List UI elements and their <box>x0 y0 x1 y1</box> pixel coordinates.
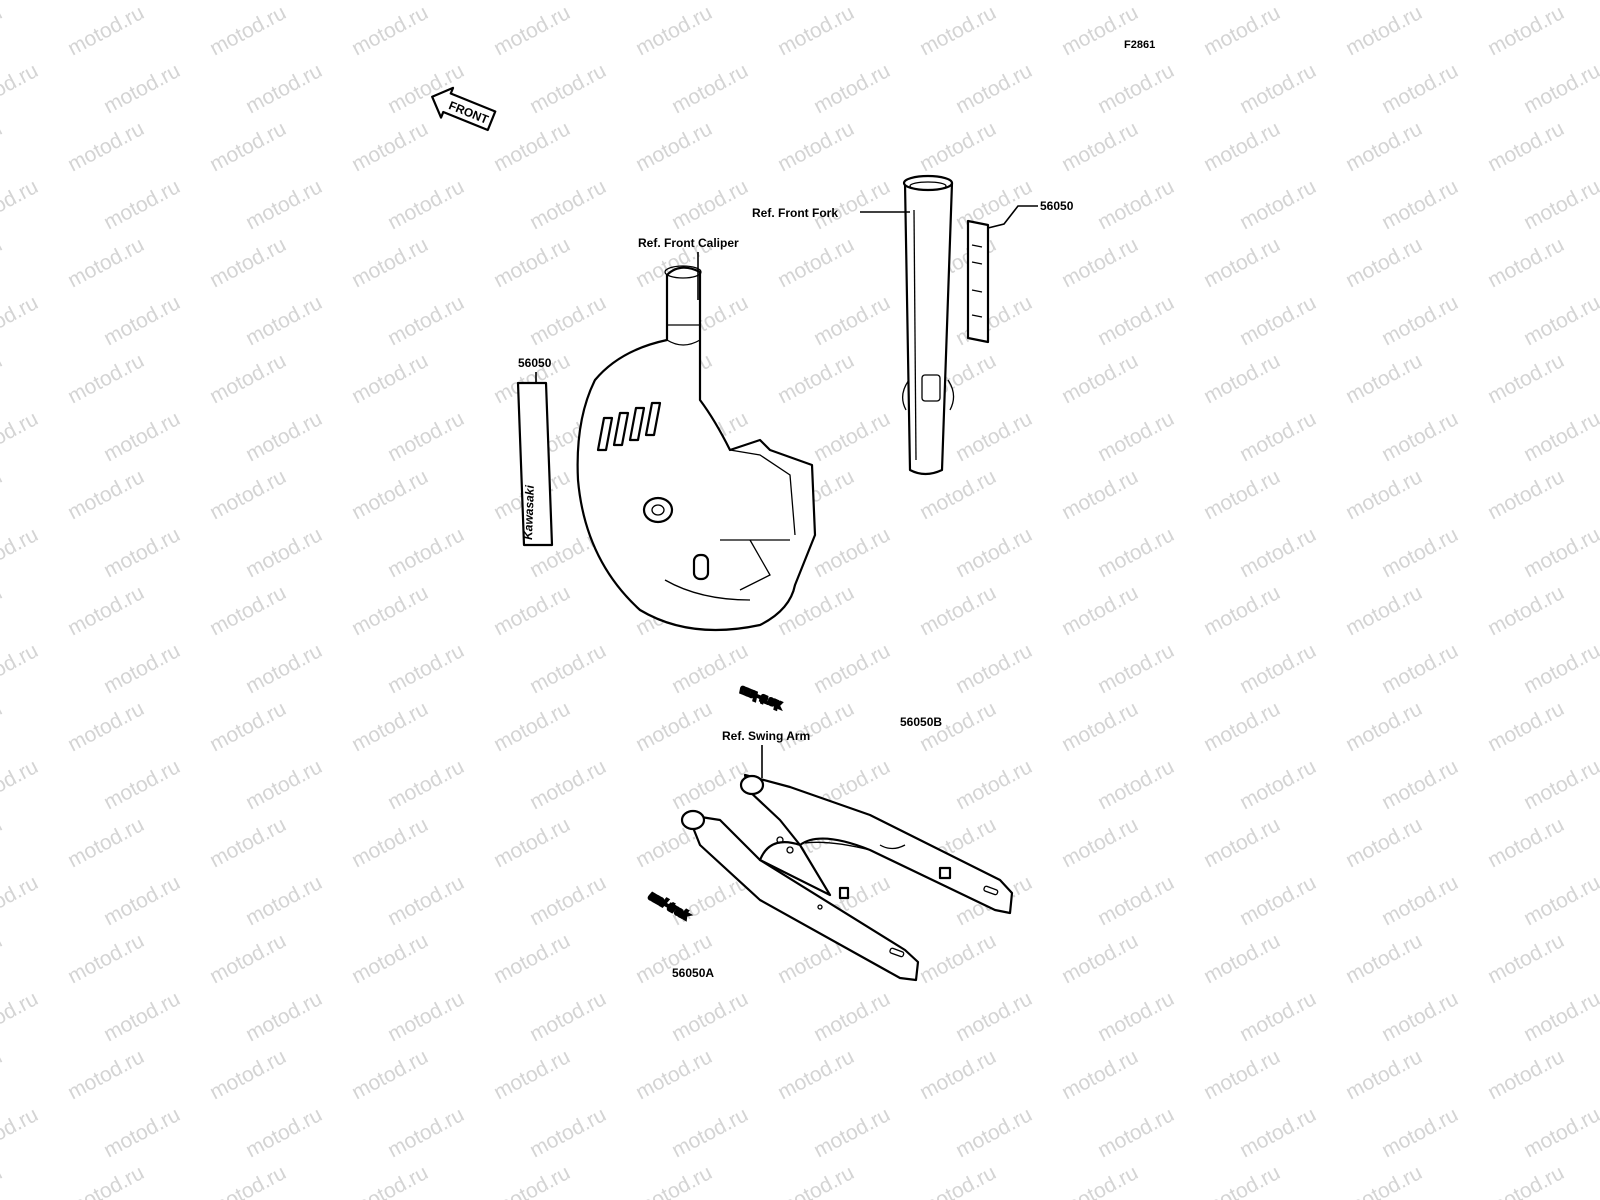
uni-trak-decal-56050a: uni-trak <box>645 887 694 924</box>
cover-decal-56050: Kawasaki <box>516 381 554 547</box>
fork-decal-56050 <box>966 219 990 344</box>
figure-id: F2861 <box>1124 39 1155 51</box>
fork-decal-leader-line <box>987 205 1038 229</box>
uni-trak-upper-text: uni-trak <box>737 684 784 714</box>
front-fork-tube <box>902 174 955 476</box>
uni-trak-upper-part-number: 56050B <box>900 715 942 729</box>
front-fork-ref-label: Ref. Front Fork <box>752 206 838 220</box>
swing-arm <box>680 773 1014 982</box>
cover-decal-kawasaki-text: Kawasaki <box>521 484 537 540</box>
fork-decal-part-number: 56050 <box>1040 199 1074 213</box>
front-disc-cover <box>576 265 817 632</box>
uni-trak-lower-text: uni-trak <box>647 888 693 923</box>
uni-trak-lower-part-number: 56050A <box>672 966 714 980</box>
cover-decal-part-number: 56050 <box>518 356 552 370</box>
front-arrow-icon: FRONT <box>431 86 497 132</box>
uni-trak-decal-56050b: uni-trak <box>736 682 786 714</box>
cover-vent-slots <box>596 401 662 452</box>
swing-arm-ref-label: Ref. Swing Arm <box>722 729 810 743</box>
front-caliper-ref-label: Ref. Front Caliper <box>638 236 739 250</box>
